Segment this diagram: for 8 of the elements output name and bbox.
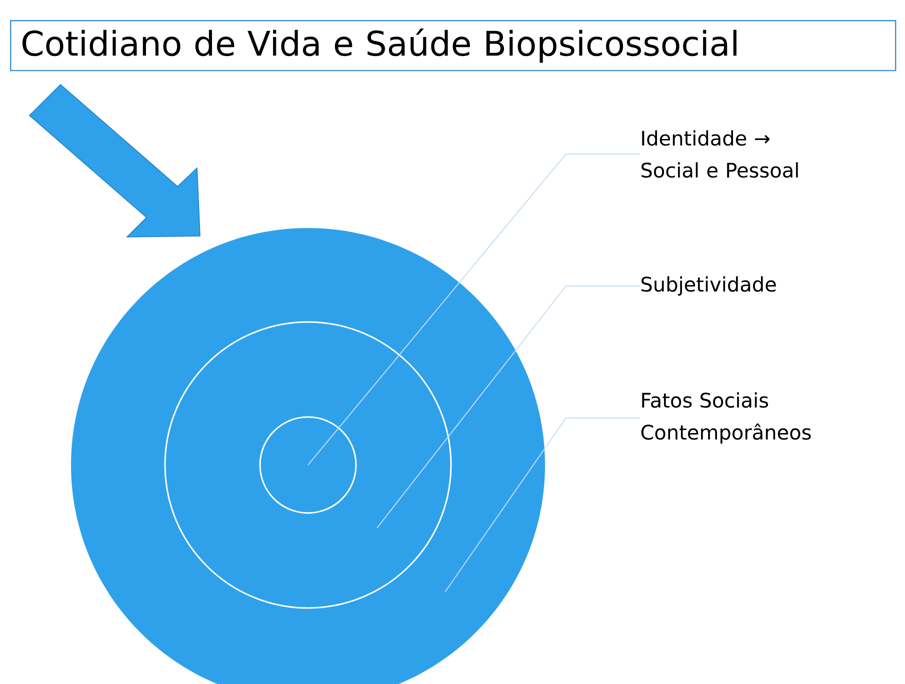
inner-circle: [259, 416, 357, 514]
title-box: Cotidiano de Vida e Saúde Biopsicossocial: [10, 20, 896, 72]
leader-line: [308, 153, 640, 466]
circle-label: Identidade → Social e Pessoal: [642, 130, 798, 178]
circle-label: Subjetividade: [642, 276, 776, 296]
circle-label: Fatos Sociais Contemporâneos: [641, 392, 811, 444]
leader-line: [444, 417, 640, 592]
leader-line: [376, 285, 640, 528]
